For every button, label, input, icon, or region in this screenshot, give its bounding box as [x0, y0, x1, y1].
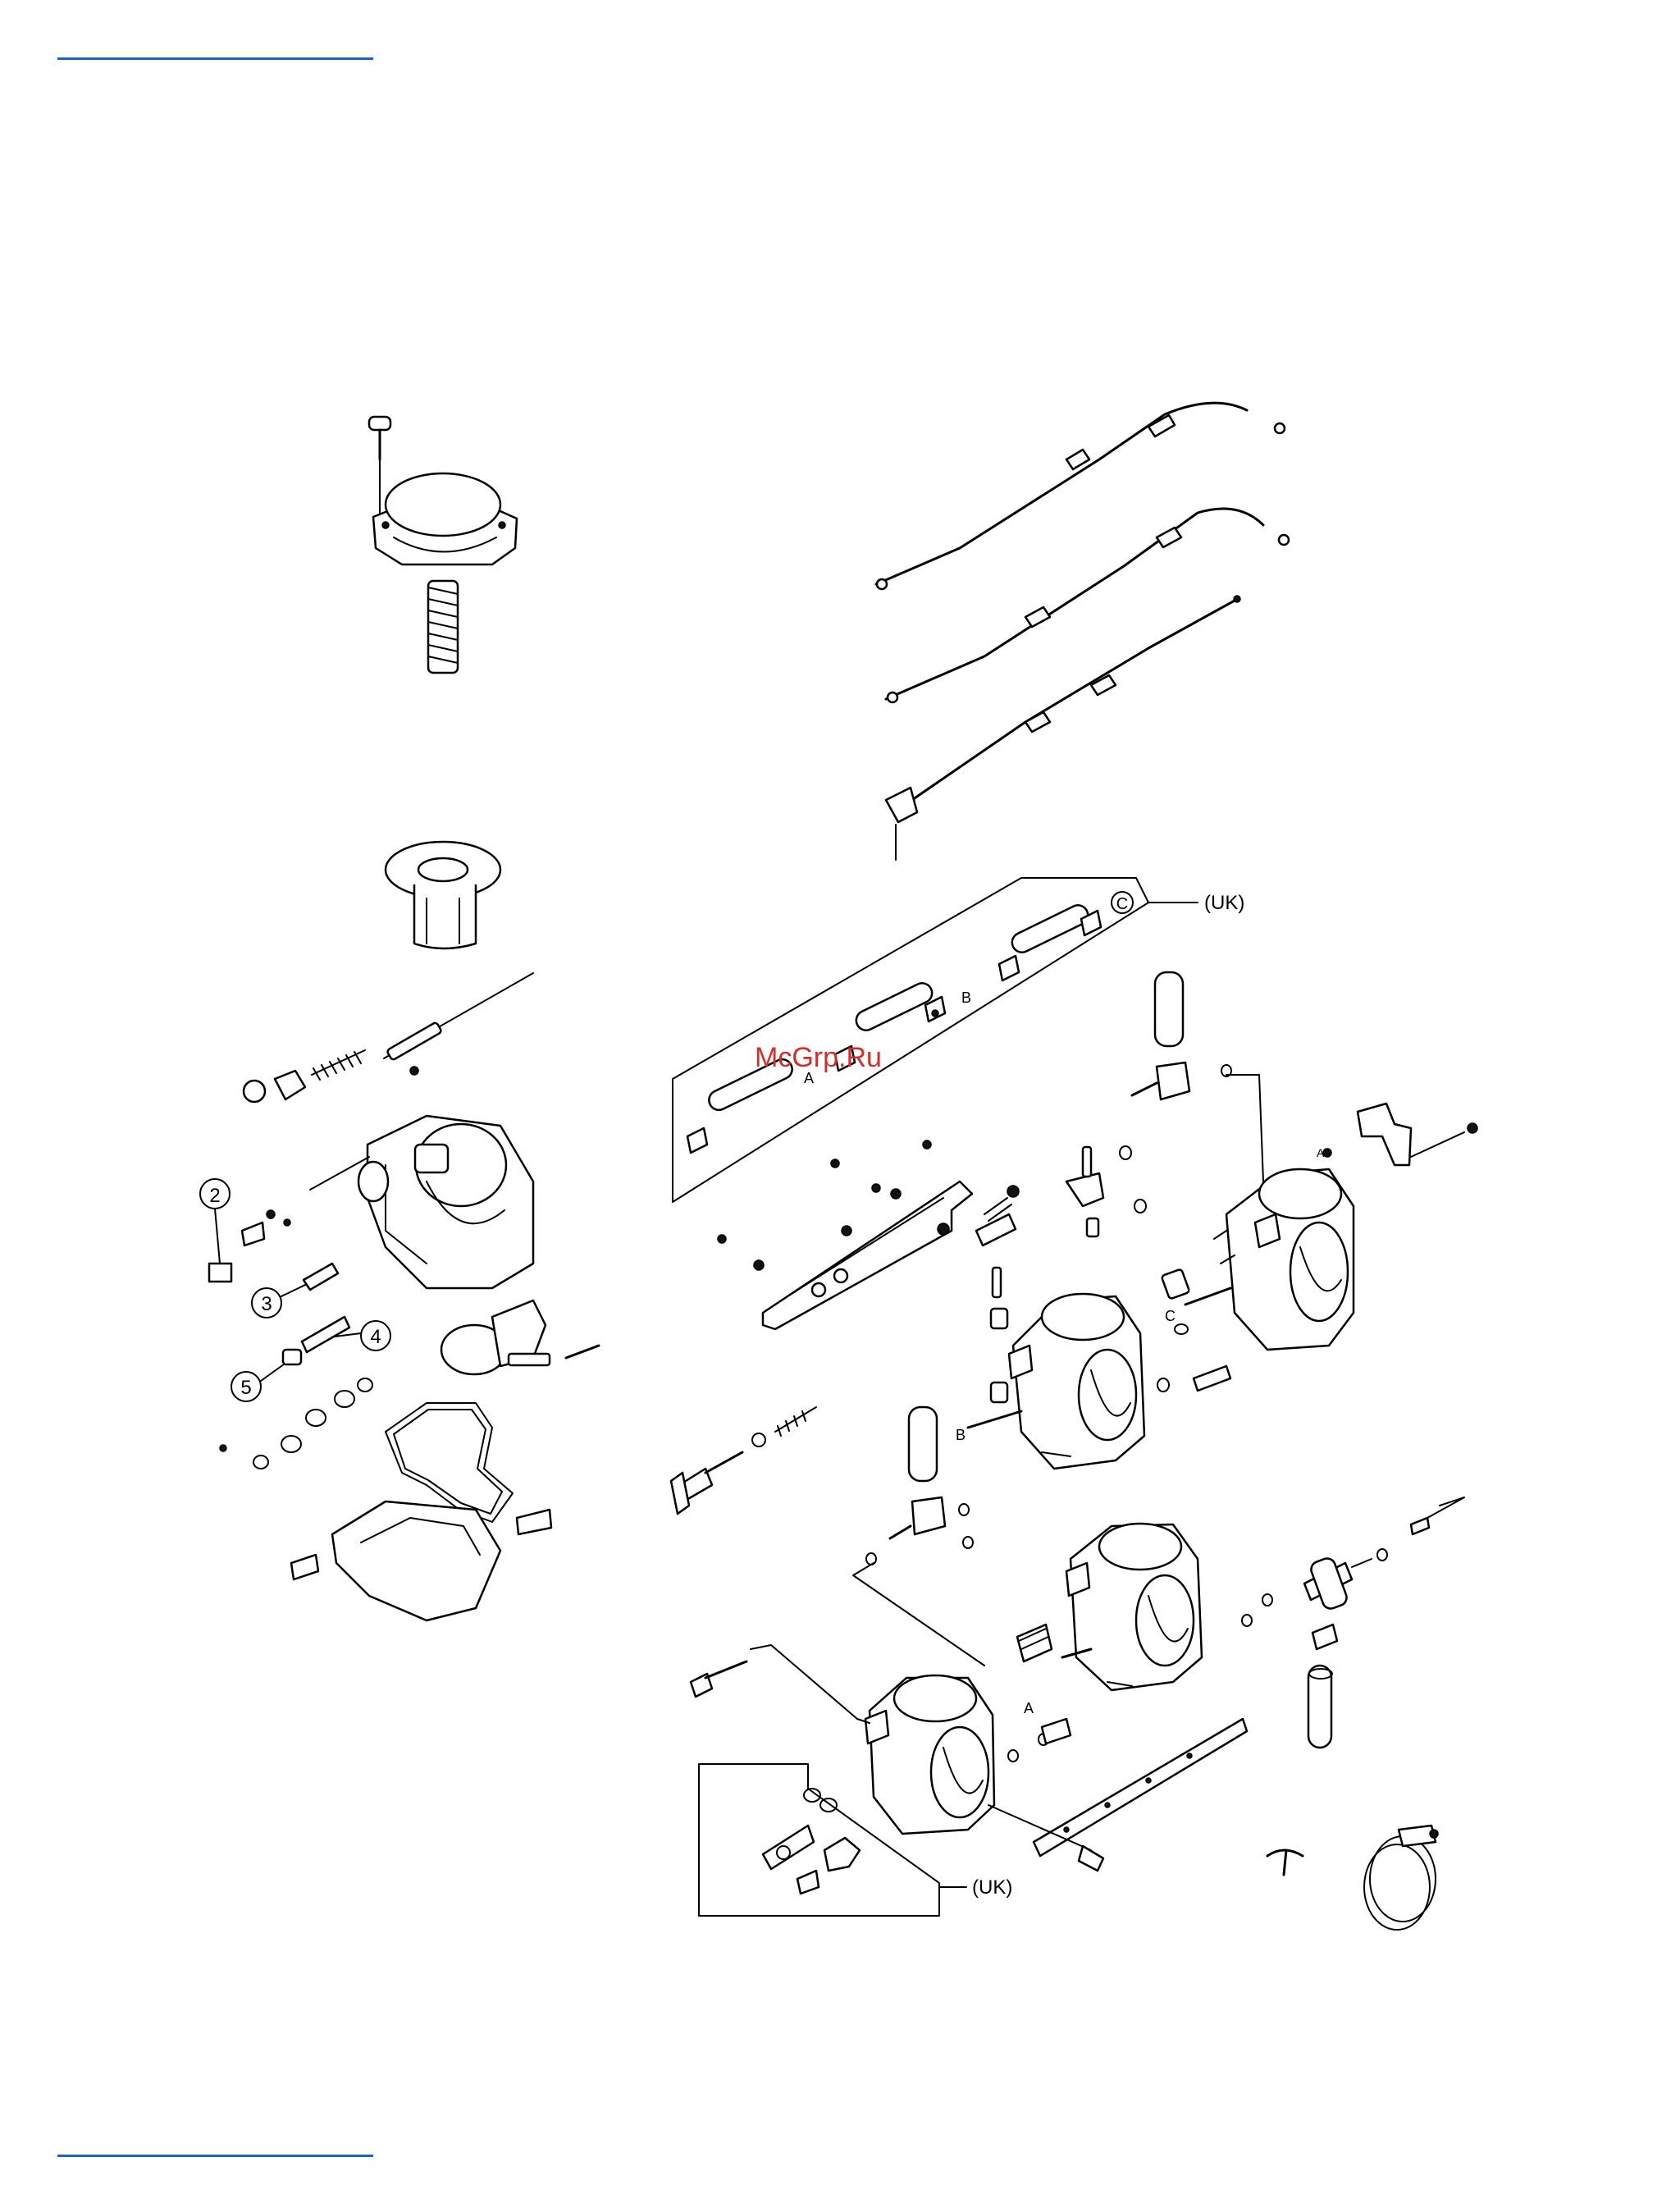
callout-4: 4: [302, 1317, 390, 1352]
diaphragm-piston: [386, 842, 500, 948]
letter-a-carb: A: [1317, 1146, 1325, 1159]
idle-adjuster: [671, 1407, 816, 1514]
throttle-linkage: [718, 1140, 1019, 1329]
callout-5-label: 5: [240, 1377, 251, 1399]
uk-label-bottom: (UK): [972, 1876, 1012, 1899]
t-fitting-right: [1242, 1497, 1464, 1748]
callout-3: 3: [252, 1264, 338, 1318]
carb-1: A: [865, 1675, 1071, 1834]
letter-b-carb: B: [956, 1427, 966, 1443]
uk-hoses: A B: [687, 902, 1101, 1153]
hose-clamp: [1364, 1826, 1438, 1930]
callout-5: 5: [231, 1350, 301, 1401]
carb-2: [1017, 1524, 1202, 1690]
callout-4-label: 4: [370, 1326, 381, 1348]
callout-3-label: 3: [261, 1293, 272, 1315]
letter-a-carb-2: A: [1024, 1700, 1034, 1716]
cable-3: [886, 596, 1240, 860]
letter-c-carb: C: [1165, 1308, 1176, 1324]
cable-2: [886, 509, 1289, 702]
link-bracket-right: A: [1317, 1104, 1477, 1165]
jet-needle: [384, 973, 533, 1061]
float: [441, 1300, 599, 1374]
t-fitting-middle: [853, 1407, 984, 1666]
carb-4: C: [1162, 1169, 1354, 1350]
pilot-screw-parts: [242, 1050, 369, 1245]
top-cover: [373, 473, 517, 564]
callout-2: 2: [200, 1179, 231, 1282]
footer-rule: [57, 2155, 373, 2157]
callout-2-label: 2: [209, 1185, 220, 1207]
vacuum-spring: [428, 581, 458, 673]
cable-1: [876, 403, 1285, 589]
carb-1-bolt: [691, 1645, 870, 1723]
letter-b-hose: B: [961, 989, 971, 1006]
float-bowl: [291, 1501, 551, 1620]
fuel-rail-bar: [988, 1719, 1247, 1871]
spring-clip: [1267, 1850, 1303, 1875]
letter-c-hose: C: [1116, 895, 1128, 913]
watermark: McGrp.Ru: [755, 1042, 882, 1073]
uk-label-top: (UK): [1204, 892, 1244, 914]
t-fitting-top: [1120, 972, 1263, 1213]
left-carb-body: [358, 1067, 533, 1288]
carb-top-cover-group: [369, 417, 517, 673]
